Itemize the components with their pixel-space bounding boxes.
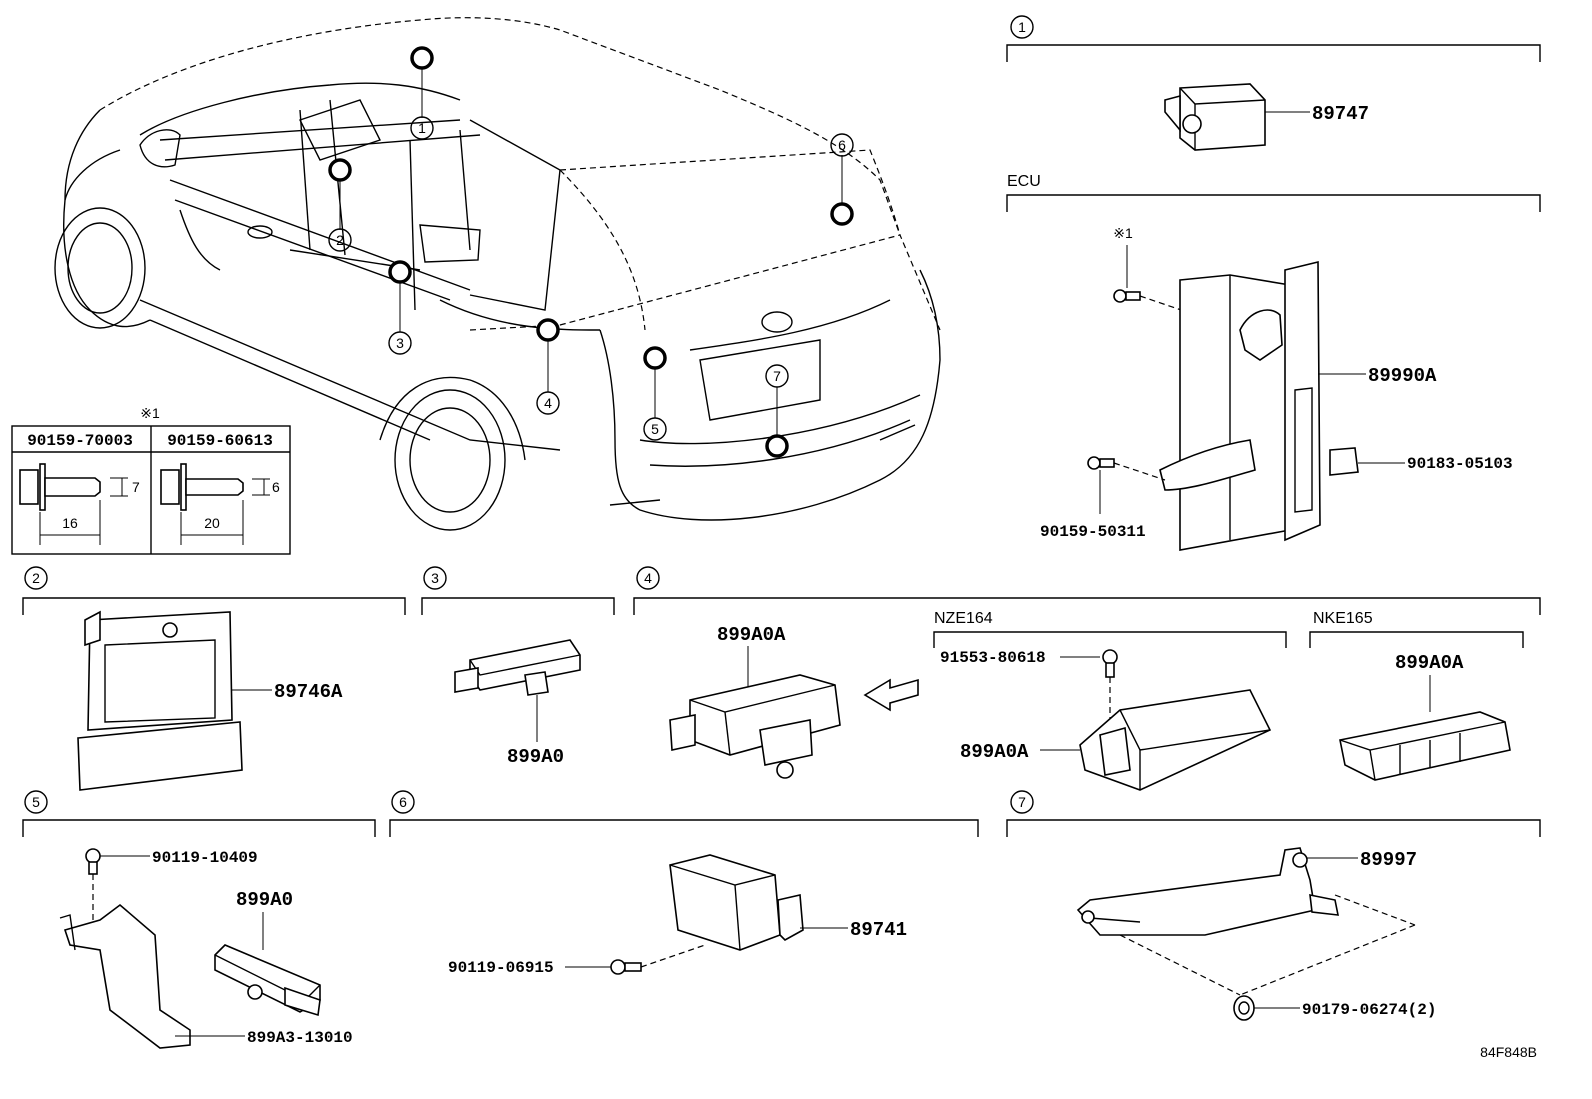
- svg-text:91553-80618: 91553-80618: [940, 649, 1046, 667]
- location-markers: 1 2 3 4 5 6 7: [328, 46, 854, 458]
- svg-text:90159-70003: 90159-70003: [27, 432, 133, 450]
- svg-text:89997: 89997: [1360, 849, 1417, 871]
- svg-text:ECU: ECU: [1007, 173, 1041, 190]
- svg-text:7: 7: [132, 479, 140, 495]
- svg-text:89746A: 89746A: [274, 681, 343, 703]
- section-3: 3 899A0: [421, 566, 615, 768]
- marker-7-location: [765, 434, 789, 458]
- svg-text:89747: 89747: [1312, 103, 1369, 125]
- svg-text:4: 4: [544, 395, 552, 411]
- svg-text:※1: ※1: [1113, 225, 1133, 241]
- svg-text:20: 20: [204, 515, 220, 531]
- svg-text:899A0A: 899A0A: [960, 741, 1029, 763]
- svg-text:90119-06915: 90119-06915: [448, 959, 554, 977]
- svg-text:3: 3: [431, 570, 439, 586]
- svg-text:90159-60613: 90159-60613: [167, 432, 273, 450]
- marker-5-location: [643, 346, 667, 370]
- svg-text:NKE165: NKE165: [1313, 610, 1373, 627]
- svg-text:1: 1: [1018, 19, 1026, 35]
- marker-1-location: [410, 46, 434, 70]
- section-1: 1 89747: [1006, 15, 1541, 151]
- svg-text:2: 2: [32, 570, 40, 586]
- svg-text:89990A: 89990A: [1368, 365, 1437, 387]
- bolt-spec-table: ※1 90159-70003 90159-60613 7 16 6 20: [11, 405, 291, 555]
- svg-text:4: 4: [644, 570, 652, 586]
- figure-code: 84F848B: [1480, 1044, 1537, 1060]
- svg-text:899A0A: 899A0A: [1395, 652, 1464, 674]
- section-ecu: ECU ※1 89990A 90183-05103 90159-50311: [1006, 173, 1541, 551]
- marker-6-location: [830, 202, 854, 226]
- svg-text:90179-06274(2): 90179-06274(2): [1302, 1001, 1436, 1019]
- svg-text:89741: 89741: [850, 919, 907, 941]
- svg-text:3: 3: [396, 335, 404, 351]
- section-2: 2 89746A: [22, 566, 406, 791]
- marker-3-location: [388, 260, 412, 284]
- svg-text:899A0A: 899A0A: [717, 624, 786, 646]
- svg-text:5: 5: [32, 794, 40, 810]
- svg-text:899A0: 899A0: [507, 746, 564, 768]
- svg-text:7: 7: [1018, 794, 1026, 810]
- section-6: 6 89741 90119-06915: [389, 790, 979, 977]
- svg-text:899A0: 899A0: [236, 889, 293, 911]
- svg-text:90183-05103: 90183-05103: [1407, 455, 1513, 473]
- svg-text:5: 5: [651, 421, 659, 437]
- svg-text:90159-50311: 90159-50311: [1040, 523, 1146, 541]
- svg-text:16: 16: [62, 515, 78, 531]
- svg-text:899A3-13010: 899A3-13010: [247, 1029, 353, 1047]
- vehicle-illustration: [54, 17, 941, 531]
- svg-text:2: 2: [336, 232, 344, 248]
- section-7: 7 89997 90179-06274(2): [1006, 790, 1541, 1021]
- svg-text:6: 6: [838, 137, 846, 153]
- marker-2-location: [328, 158, 352, 182]
- svg-text:NZE164: NZE164: [934, 610, 993, 627]
- svg-text:1: 1: [418, 120, 426, 136]
- svg-text:7: 7: [773, 368, 781, 384]
- svg-text:90119-10409: 90119-10409: [152, 849, 258, 867]
- svg-text:6: 6: [272, 479, 280, 495]
- svg-text:6: 6: [399, 794, 407, 810]
- section-5: 5 90119-10409 899A3-13010 899A0: [22, 790, 376, 1049]
- section-4: 4 899A0A NZE164 91553-80618 899A0A NKE16…: [633, 566, 1541, 791]
- marker-4-location: [536, 318, 560, 342]
- svg-text:※1: ※1: [140, 405, 160, 421]
